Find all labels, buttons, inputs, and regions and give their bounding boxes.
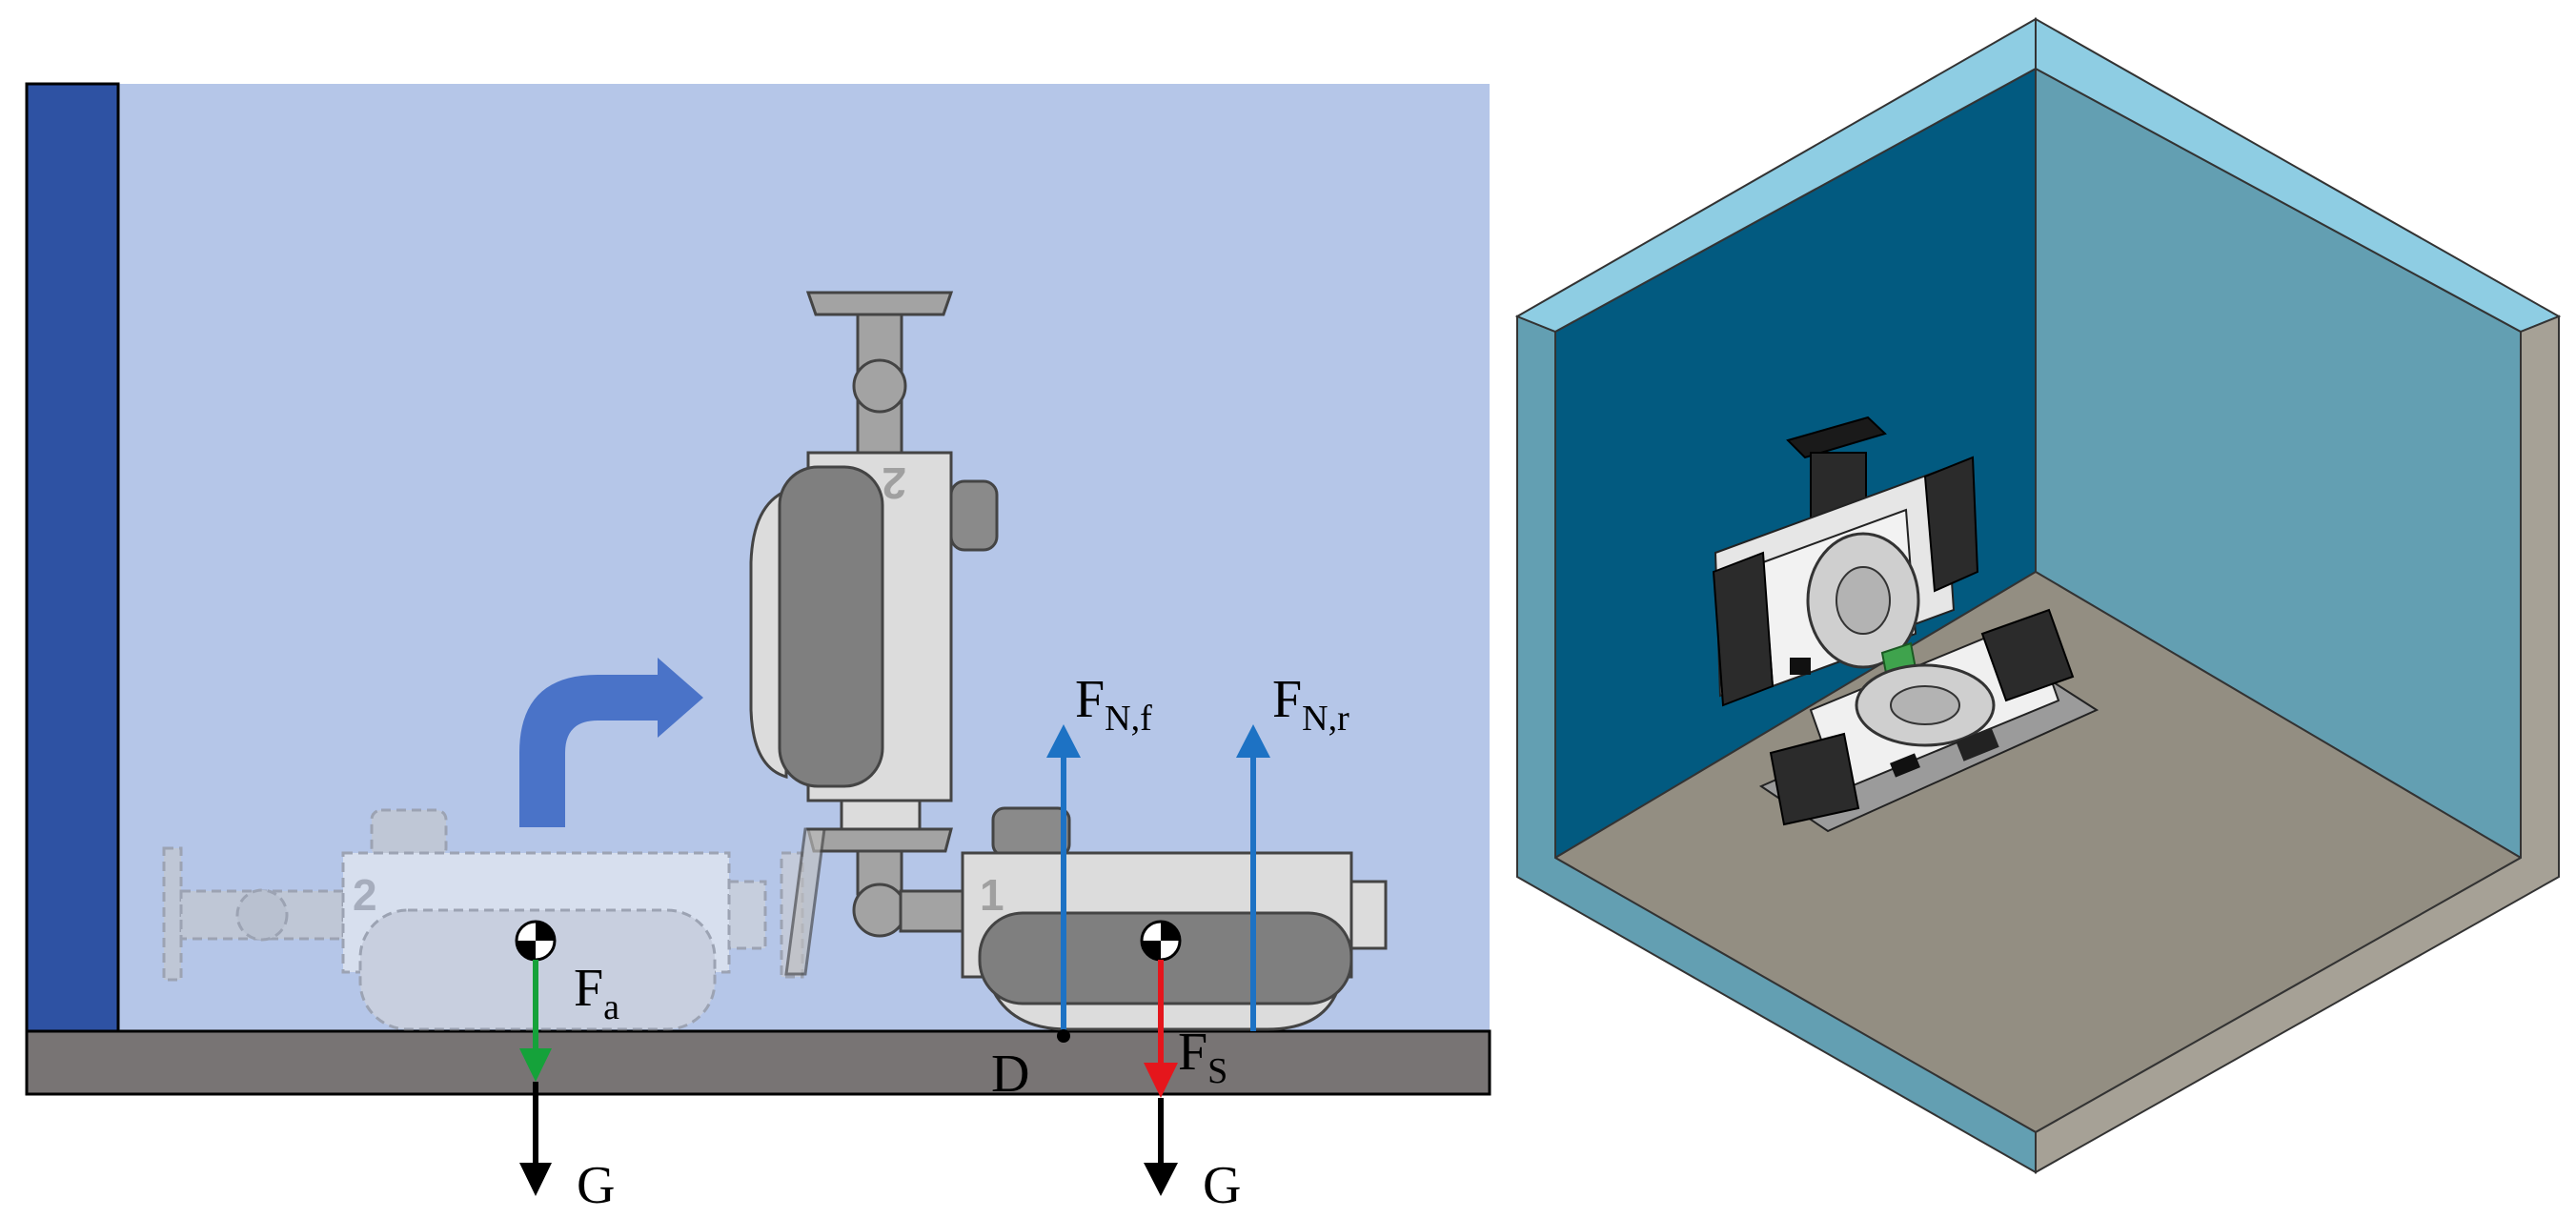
force-fnr-arrow (1236, 724, 1270, 1031)
module-2-upright: 2 (749, 291, 999, 976)
ground-bar (25, 1029, 1491, 1096)
center-of-mass-icon (515, 920, 557, 962)
m2-bottom-shaft (840, 799, 922, 831)
label-g-left: G (577, 1156, 615, 1215)
robot-3d-lower-module (1758, 608, 2099, 833)
ghost-end-plate (162, 846, 183, 982)
m2-connecting-shaft (899, 889, 969, 933)
upper-indicator (1790, 658, 1811, 675)
pivot-point (1057, 1029, 1070, 1043)
room-right-slab (2035, 315, 2560, 1174)
upper-right-track (1923, 456, 1979, 593)
upper-wheel-hub (1836, 566, 1891, 635)
label-fs: FS (1178, 1023, 1227, 1091)
m2-lower-joint (852, 883, 907, 938)
m2-bottom-plate (806, 827, 953, 853)
ghost-top-bump (370, 808, 448, 860)
ghost-joint (235, 888, 289, 942)
label-pivot-d: D (991, 1045, 1029, 1104)
schematic-panel: 2 2 (25, 82, 1491, 1215)
m1-module-label: 1 (980, 870, 1004, 920)
center-of-mass-icon (1140, 920, 1182, 962)
upper-left-track (1712, 551, 1775, 707)
m2-top-joint (852, 358, 907, 414)
m1-right-stub (1349, 880, 1388, 950)
m2-module-label: 2 (882, 458, 906, 508)
lower-indicator (1890, 753, 1920, 778)
robot-3d-upper-module (1712, 416, 1979, 707)
label-g-right: G (1203, 1156, 1241, 1215)
m2-side-plate (784, 827, 826, 976)
ghost-right-stub (727, 880, 767, 950)
m2-top-plate (805, 291, 954, 316)
wall (25, 82, 120, 1039)
isometric-room-panel (1514, 17, 2562, 1174)
m2-track (778, 465, 884, 788)
label-fnr: FN,r (1272, 670, 1349, 739)
lower-front-track (1769, 732, 1860, 826)
lower-wheel-hub (1890, 685, 1960, 725)
curved-arrow-icon (519, 658, 703, 827)
upper-top-bracket (1786, 416, 1887, 459)
m2-side-cover (749, 488, 788, 779)
label-fa: Fa (574, 959, 619, 1027)
force-g-right-arrow (1144, 1098, 1178, 1196)
ghost-module-label: 2 (353, 870, 377, 920)
m2-side-bump (949, 479, 999, 552)
label-fnf: FN,f (1075, 670, 1152, 739)
force-fa-arrow (519, 960, 552, 1082)
lower-connector (1956, 727, 1999, 761)
m1-top-bump (991, 806, 1071, 858)
force-g-left-arrow (519, 1082, 552, 1196)
force-fnf-arrow (1046, 724, 1081, 1031)
lower-back-track (1980, 608, 2075, 702)
force-fs-arrow (1144, 960, 1178, 1098)
